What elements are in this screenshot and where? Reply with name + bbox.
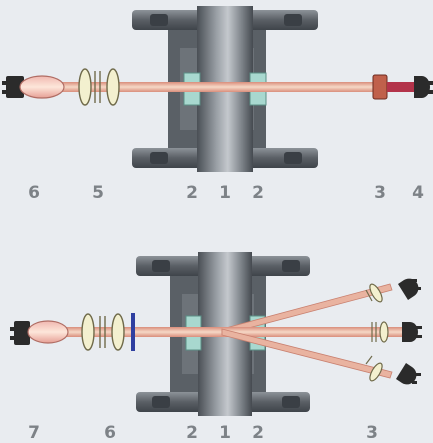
- connector-icon: [398, 278, 421, 300]
- connector-icon: [414, 76, 433, 98]
- bolt-icon: [282, 396, 300, 408]
- connector-icon: [396, 363, 421, 385]
- detector-icon: [372, 74, 417, 100]
- bolt-icon: [150, 14, 168, 26]
- lens-icon: [81, 313, 95, 351]
- lens-group: [81, 313, 135, 351]
- label-2-right: 2: [252, 183, 264, 203]
- bottom-label-row: 7 6 2 1 2 3: [28, 423, 378, 443]
- scattered-beam-lower: [221, 328, 393, 379]
- lens-icon: [379, 321, 389, 343]
- laser-emitter-icon: [2, 75, 65, 99]
- bottom-diagram: 7 6 2 1 2 3: [10, 252, 422, 443]
- lens-icon: [78, 68, 92, 106]
- bolt-icon: [150, 152, 168, 164]
- receiver-middle: [371, 321, 422, 343]
- lens-group: [78, 68, 120, 106]
- label-2-left: 2: [186, 183, 198, 203]
- label-3: 3: [374, 183, 386, 203]
- bolt-icon: [152, 260, 170, 272]
- lens-icon: [106, 68, 120, 106]
- connector-icon: [402, 322, 422, 342]
- label-6: 6: [104, 423, 116, 443]
- bolt-icon: [152, 396, 170, 408]
- bolt-icon: [282, 260, 300, 272]
- lens-icon: [111, 313, 125, 351]
- label-5: 5: [92, 183, 104, 203]
- laser-beam: [40, 82, 384, 92]
- label-6: 6: [28, 183, 40, 203]
- bolt-icon: [284, 152, 302, 164]
- label-1: 1: [219, 183, 231, 203]
- lens-icon: [369, 283, 383, 303]
- lens-icon: [369, 362, 383, 382]
- label-3: 3: [366, 423, 378, 443]
- bolt-icon: [284, 14, 302, 26]
- receiver-lower: [365, 355, 421, 385]
- label-2-left: 2: [186, 423, 198, 443]
- filter-icon: [365, 289, 373, 302]
- receiver-upper: [365, 278, 421, 303]
- label-1: 1: [219, 423, 231, 443]
- top-label-row: 6 5 2 1 2 3 4: [28, 183, 424, 203]
- label-4: 4: [412, 183, 424, 203]
- laser-emitter-icon: [10, 320, 69, 345]
- label-2-right: 2: [252, 423, 264, 443]
- label-7: 7: [28, 423, 40, 443]
- polarizer-icon: [131, 313, 135, 351]
- top-diagram: 6 5 2 1 2 3 4: [2, 6, 433, 203]
- filter-icon: [365, 355, 373, 365]
- transmitted-beam: [222, 327, 402, 337]
